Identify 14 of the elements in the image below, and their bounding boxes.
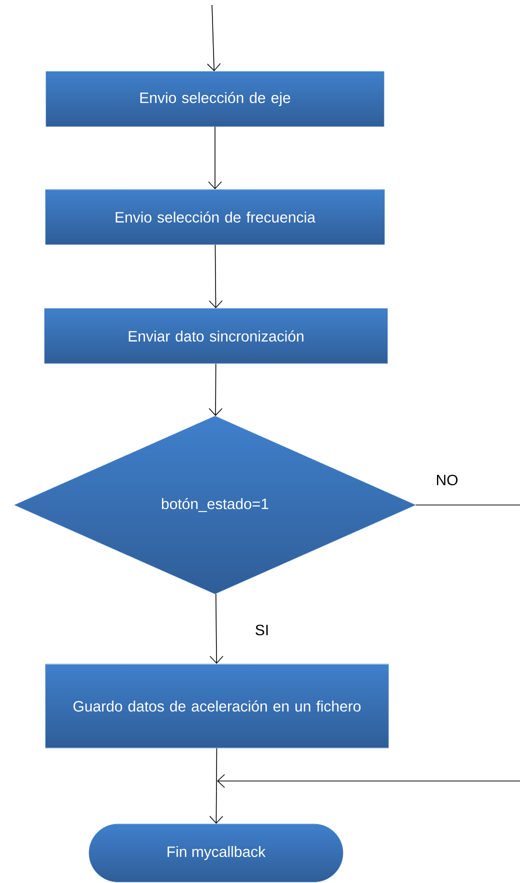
process-box: Guardo datos de aceleración en un fichero <box>45 664 389 748</box>
process-box: Envio selección de eje <box>46 71 384 127</box>
arrow <box>210 593 224 664</box>
arrow <box>206 4 221 72</box>
terminal-box: Fin mycallback <box>88 824 344 882</box>
arrow <box>208 244 223 308</box>
arrow <box>209 748 224 824</box>
edge-label: NO <box>434 474 460 486</box>
edge-label: SI <box>254 624 270 636</box>
arrow <box>217 774 520 788</box>
process-box: Envio selección de frecuencia <box>45 189 385 245</box>
process-box: Enviar dato sincronización <box>44 308 388 364</box>
arrow <box>208 363 222 416</box>
arrow <box>208 126 222 190</box>
